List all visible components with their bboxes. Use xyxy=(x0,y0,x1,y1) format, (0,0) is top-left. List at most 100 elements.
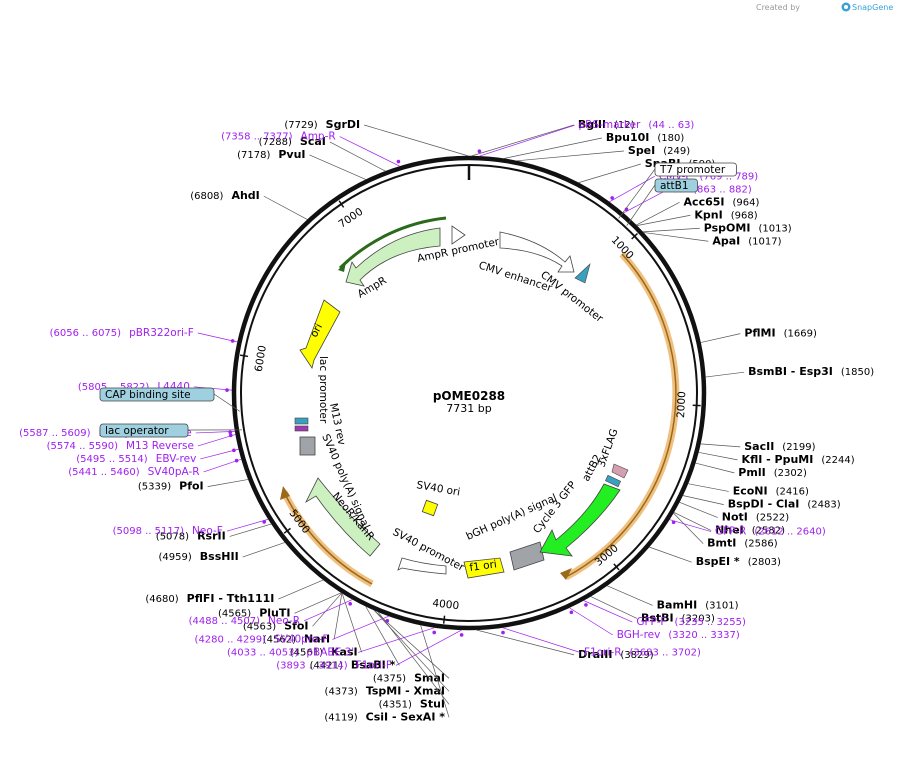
site-label-pmli: PmlI (2302) xyxy=(738,466,807,479)
primer-leader-line xyxy=(583,600,633,623)
label-position: (2244) xyxy=(821,455,854,466)
label-name: Neo-F xyxy=(192,525,223,537)
site-leader-line xyxy=(516,150,624,162)
label-position: (4351) xyxy=(379,699,412,710)
label-name: BspDI - ClaI xyxy=(728,498,800,511)
site-label-spei: SpeI(249) xyxy=(628,144,690,157)
primer-site-mark xyxy=(348,602,352,606)
primer-label-bgh-rev: BGH-rev(3320 .. 3337) xyxy=(617,629,740,641)
primer-site-mark xyxy=(232,448,236,453)
site-leader-line xyxy=(312,592,342,627)
site-label-bpu10i: Bpu10I(180) xyxy=(606,131,684,144)
label-position: (249) xyxy=(663,146,690,157)
label-position: (5495 .. 5514) xyxy=(76,454,148,465)
site-leader-line xyxy=(636,201,680,226)
feature-label-lacpromoter: lac promoter xyxy=(317,356,329,424)
primer-leader-line xyxy=(332,615,390,640)
label-position: (2416) xyxy=(776,486,809,497)
label-position: (5805 .. 5822) xyxy=(78,382,150,393)
site-leader-line xyxy=(475,629,575,656)
site-leader-line xyxy=(503,137,602,159)
primer-leader-line xyxy=(479,124,575,157)
orf-arc-neo-line xyxy=(283,491,373,585)
site-label-sgrdi: (7729)SgrDI xyxy=(284,118,360,131)
label-name: BspEI * xyxy=(696,555,740,568)
cmv-promoter-feature xyxy=(574,263,591,284)
label-position: (6056 .. 6075) xyxy=(50,328,122,339)
site-label-rsrii: (5078)RsrII xyxy=(156,529,226,542)
boxed-feature-t7-promoter xyxy=(654,162,737,177)
label-name: PflMI xyxy=(744,327,775,340)
site-leader-line xyxy=(590,596,638,619)
label-position: (2302) xyxy=(774,468,807,479)
site-label-bspdi-clai: BspDI - ClaI(2483) xyxy=(728,498,841,511)
site-leader-line xyxy=(365,606,400,666)
site-label-bglii: BglII(12) xyxy=(578,118,635,131)
site-label-bsmbi-esp3i: BsmBI - Esp3I(1850) xyxy=(748,365,874,378)
label-position: (12) xyxy=(614,120,635,131)
site-label-nhei: NheI(2582) xyxy=(715,524,785,537)
primer-label-prs-marker: pRS-marker(44 .. 63) xyxy=(578,119,694,131)
primer-label-m13-reverse: (5574 .. 5590)M13 Reverse xyxy=(47,440,194,452)
label-name: pBR322ori-F xyxy=(129,327,194,339)
tick-mark xyxy=(631,232,638,240)
boxed-feature-label: lac operator xyxy=(105,425,169,437)
primer-site-mark xyxy=(501,630,505,635)
primer-leader-line xyxy=(569,607,613,636)
label-name: StuI xyxy=(420,697,445,710)
label-position: (4565) xyxy=(218,608,251,619)
feature-label-sv40ori: SV40 ori xyxy=(415,479,461,498)
site-label-scai: (7288)ScaI xyxy=(259,135,326,148)
label-name: NheI xyxy=(715,524,744,537)
label-name: Bpu10I xyxy=(606,131,650,144)
primer-leader-line xyxy=(395,629,462,666)
primer-site-mark xyxy=(234,458,239,463)
label-name: M13 Reverse xyxy=(126,440,194,452)
label-position: (3893 .. 3914) xyxy=(276,660,348,671)
label-position: (863 .. 882) xyxy=(693,184,752,195)
label-position: (3101) xyxy=(705,600,738,611)
label-name: F1ori-R xyxy=(584,646,621,658)
primer-site-mark xyxy=(228,433,233,438)
site-label-bmti: BmtI(2586) xyxy=(707,537,778,550)
label-position: (4561) xyxy=(290,647,323,658)
site-label-econi: EcoNI (2416) xyxy=(733,484,809,497)
label-position: (4373) xyxy=(325,686,358,697)
label-name: Neo-R xyxy=(268,615,300,627)
site-leader-line xyxy=(229,523,272,537)
label-name: SacII xyxy=(744,440,774,453)
primer-site-mark xyxy=(584,603,588,607)
label-name: Acc65I xyxy=(684,195,725,208)
site-label-apai: ApaI(1017) xyxy=(712,234,781,247)
label-position: (7178) xyxy=(237,150,270,161)
plasmid-length: 7731 bp xyxy=(446,402,491,415)
site-label-stui: (4351) StuI xyxy=(379,697,445,710)
site-leader-line xyxy=(278,579,324,600)
label-name: BssHII xyxy=(200,550,239,563)
label-position: (7729) xyxy=(284,120,317,131)
label-position: (6808) xyxy=(190,191,223,202)
gfp-feature xyxy=(539,483,621,557)
primer-site-mark xyxy=(624,207,629,212)
site-leader-line xyxy=(329,141,386,172)
boxed-feature-lac-operator xyxy=(99,423,189,438)
boxed-feature-leader xyxy=(618,168,656,219)
site-leader-line xyxy=(636,214,691,226)
label-name: KasI xyxy=(331,645,358,658)
label-name: EcoNI xyxy=(733,484,768,497)
label-position: (1013) xyxy=(758,223,791,234)
primer-site-mark xyxy=(432,630,437,635)
site-label-pspomi: PspOMI(1013) xyxy=(704,221,792,234)
label-name: PmlI xyxy=(738,466,765,479)
tick-mark xyxy=(283,527,291,534)
label-name: pRS-marker xyxy=(578,119,641,131)
f1ori-feature xyxy=(463,557,505,579)
site-leader-line xyxy=(673,512,712,531)
feature-label-f1ori: f1 ori xyxy=(469,558,498,574)
site-label-pflmi: PflMI(1669) xyxy=(744,327,817,340)
amp-arc-outer xyxy=(338,216,447,270)
tick-label: 2000 xyxy=(675,391,688,418)
site-label-nari: (4562)NarI xyxy=(263,632,330,645)
label-name: Amp-R xyxy=(301,131,336,143)
